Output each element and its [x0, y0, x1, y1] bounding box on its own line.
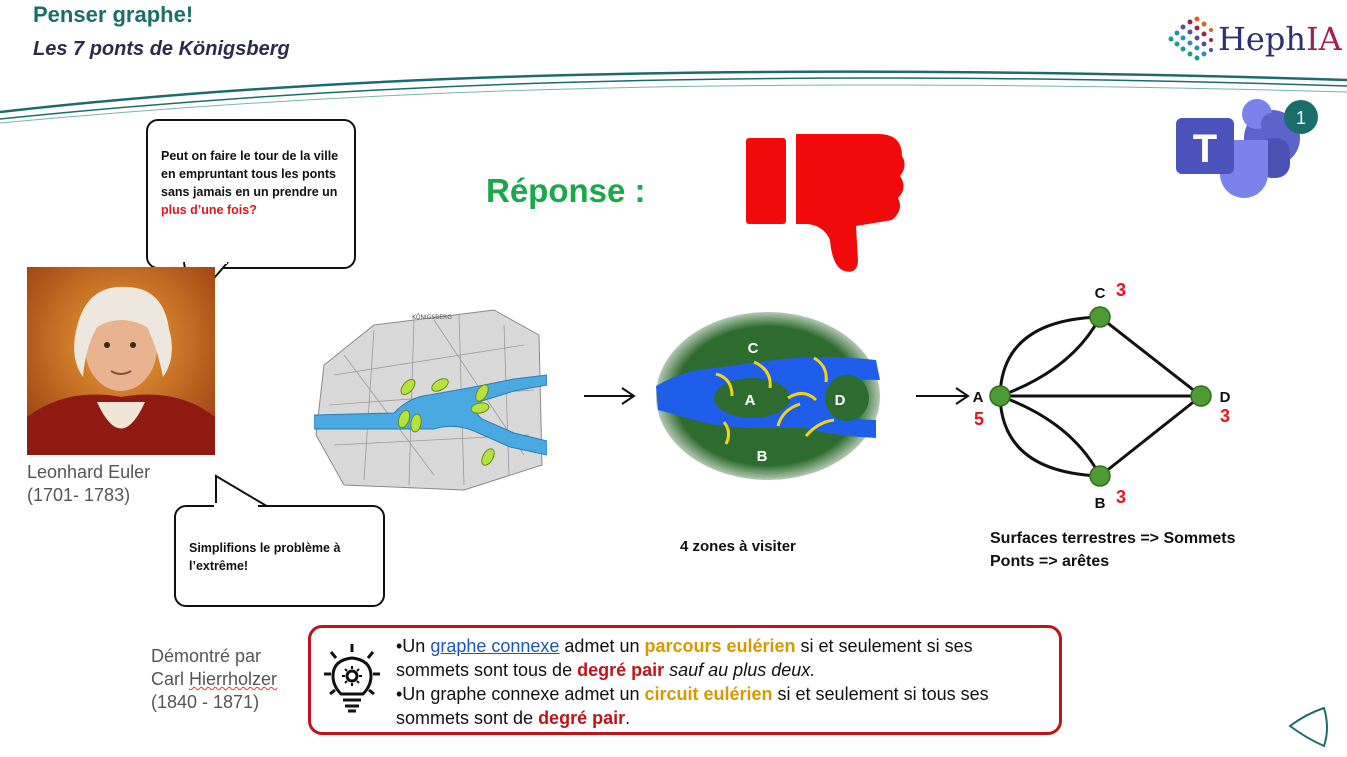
theorem-text-run: •Un	[396, 636, 431, 656]
question-text-highlight: plus d’une fois?	[161, 203, 257, 217]
euler-portrait	[27, 267, 215, 455]
demonstration-first-name: Carl	[151, 669, 190, 689]
theorem-paragraph-2: •Un graphe connexe admet un circuit eulé…	[396, 682, 1046, 730]
arrow-right-icon	[584, 387, 636, 405]
question-bubble: Peut on faire le tour de la ville en emp…	[146, 119, 356, 269]
header-swoosh	[0, 70, 1347, 124]
zone-label-c: C	[748, 340, 759, 357]
teams-badge	[1284, 100, 1318, 134]
simplify-bubble: Simplifions le problème à l’extrême!	[174, 505, 385, 607]
theorem-text-run: si et seulement si tous ses sommets sont…	[396, 684, 989, 728]
demonstration-line1: Démontré par	[151, 646, 262, 666]
theorem-text: •Un graphe connexe admet un parcours eul…	[396, 634, 1046, 730]
theorem-text-run: admet un	[559, 636, 645, 656]
zone-label-b: B	[757, 448, 768, 465]
hephia-dots-logo-icon	[1168, 16, 1213, 61]
thumbs-down-icon	[746, 134, 905, 272]
logo-text-accent: IA	[1305, 20, 1342, 58]
demonstration-line3: (1840 - 1871)	[151, 692, 260, 712]
graph-node-d	[1190, 385, 1212, 407]
theorem-text-run: .	[625, 708, 631, 728]
graph-degree-d: 3	[1220, 406, 1230, 426]
graph-label-b: B	[1095, 495, 1106, 512]
logo-text: HephIA	[1218, 20, 1342, 58]
simplify-text: Simplifions le problème à l’extrême!	[189, 541, 341, 573]
theorem-text-run: •Un graphe connexe admet un	[396, 684, 645, 704]
konigsberg-map: KÖNIGSBERG	[314, 305, 547, 493]
eulerian-circuit-term: circuit eulérien	[644, 684, 773, 704]
demonstration-last-name: Hierrholzer	[189, 669, 278, 689]
lightbulb-gear-icon	[324, 644, 380, 713]
logo-text-main: Heph	[1218, 20, 1306, 58]
graph-caption-line2: Ponts => arêtes	[990, 553, 1110, 570]
simplify-bubble-tail	[215, 474, 271, 509]
theorem-paragraph-1: •Un graphe connexe admet un parcours eul…	[396, 634, 1046, 682]
zones-diagram: C A D B	[656, 312, 880, 480]
eulerian-path-term: parcours eulérien	[644, 636, 796, 656]
zone-label-a: A	[745, 392, 756, 409]
teams-icon[interactable]: T 1	[1176, 96, 1321, 201]
demonstration-caption: Démontré par Carl Hierrholzer (1840 - 18…	[151, 645, 277, 714]
theorem-exception: sauf au plus deux.	[669, 660, 816, 680]
arrow-right-icon-2	[916, 387, 970, 405]
graph-label-c: C	[1095, 285, 1106, 302]
graph-degree-b: 3	[1116, 487, 1126, 507]
graph-caption-line1: Surfaces terrestres => Sommets	[990, 530, 1236, 547]
slide-subtitle: Les 7 ponts de Königsberg	[33, 38, 290, 60]
zones-caption: 4 zones à visiter	[680, 538, 796, 555]
graph-node-c	[1089, 306, 1111, 328]
zone-label-d: D	[835, 392, 846, 409]
euler-dates: (1701- 1783)	[27, 485, 131, 505]
euler-graph: C 3 A 5 D 3 B 3	[973, 280, 1231, 512]
euler-caption: Leonhard Euler (1701- 1783)	[27, 461, 150, 507]
theorem-text-run: si et seulement si ses sommets sont tous…	[396, 636, 973, 680]
teams-badge-count: 1	[1296, 108, 1306, 128]
graph-label-a: A	[973, 389, 984, 406]
euler-name: Leonhard Euler	[27, 462, 151, 482]
graph-node-a	[989, 385, 1011, 407]
connected-graph-link[interactable]: graphe connexe	[430, 636, 560, 656]
graph-label-d: D	[1220, 389, 1231, 406]
even-degree-term: degré pair	[577, 660, 665, 680]
bubble-tail-joint	[214, 503, 258, 508]
graph-degree-a: 5	[974, 409, 984, 429]
hephia-logo: HephIA	[1218, 20, 1342, 58]
slide-title: Penser graphe!	[33, 2, 194, 27]
even-degree-term-2: degré pair	[538, 708, 626, 728]
svg-text:T: T	[1193, 127, 1217, 171]
question-text-main: Peut on faire le tour de la ville en emp…	[161, 149, 339, 199]
map-title: KÖNIGSBERG	[412, 314, 452, 321]
demonstration-line2: Carl Hierrholzer	[151, 668, 277, 691]
back-arrow-icon[interactable]	[1286, 704, 1330, 750]
theorem-box: •Un graphe connexe admet un parcours eul…	[308, 625, 1062, 735]
answer-label: Réponse :	[486, 172, 646, 209]
graph-degree-c: 3	[1116, 280, 1126, 300]
graph-caption: Surfaces terrestres => Sommets Ponts => …	[990, 527, 1235, 573]
graph-node-b	[1089, 465, 1111, 487]
question-text: Peut on faire le tour de la ville en emp…	[161, 147, 341, 219]
